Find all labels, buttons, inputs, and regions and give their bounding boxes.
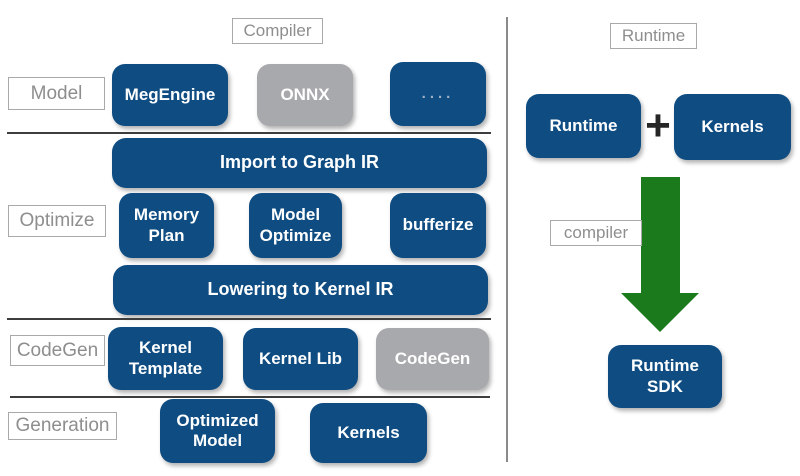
optimized-model-box: Optimized Model	[160, 399, 275, 463]
plus-icon: +	[645, 101, 671, 150]
import-to-graph-ir-box: Import to Graph IR	[112, 138, 487, 188]
lowering-to-kernel-ir-box: Lowering to Kernel IR	[113, 265, 488, 315]
compiler-arrow	[621, 177, 699, 332]
divider-optimize-codegen	[7, 318, 491, 320]
stage-label-codegen: CodeGen	[10, 335, 105, 366]
arrow-compiler-label: compiler	[550, 220, 642, 246]
bufferize-box: bufferize	[390, 193, 486, 258]
more-frontends-box: ....	[390, 62, 486, 126]
runtime-sdk-box: Runtime SDK	[608, 345, 722, 408]
kernel-lib-box: Kernel Lib	[243, 328, 358, 390]
runtime-kernels-box: Kernels	[674, 94, 791, 160]
megengine-box: MegEngine	[112, 64, 228, 126]
memory-plan-box: Memory Plan	[119, 193, 214, 258]
runtime-section-label: Runtime	[610, 23, 697, 49]
compiler-section-label: Compiler	[232, 18, 323, 44]
stage-label-model: Model	[8, 77, 105, 110]
model-optimize-box: Model Optimize	[249, 193, 342, 258]
stage-label-optimize: Optimize	[8, 205, 106, 237]
divider-model-optimize	[7, 132, 491, 134]
column-divider	[506, 17, 508, 462]
kernel-template-box: Kernel Template	[108, 327, 223, 390]
stage-label-generation: Generation	[8, 412, 117, 440]
codegen-box: CodeGen	[376, 328, 489, 390]
down-arrow-icon	[621, 177, 699, 332]
runtime-box: Runtime	[526, 94, 641, 158]
onnx-box: ONNX	[257, 64, 353, 126]
divider-codegen-generation	[10, 396, 490, 398]
kernels-box: Kernels	[310, 403, 427, 463]
